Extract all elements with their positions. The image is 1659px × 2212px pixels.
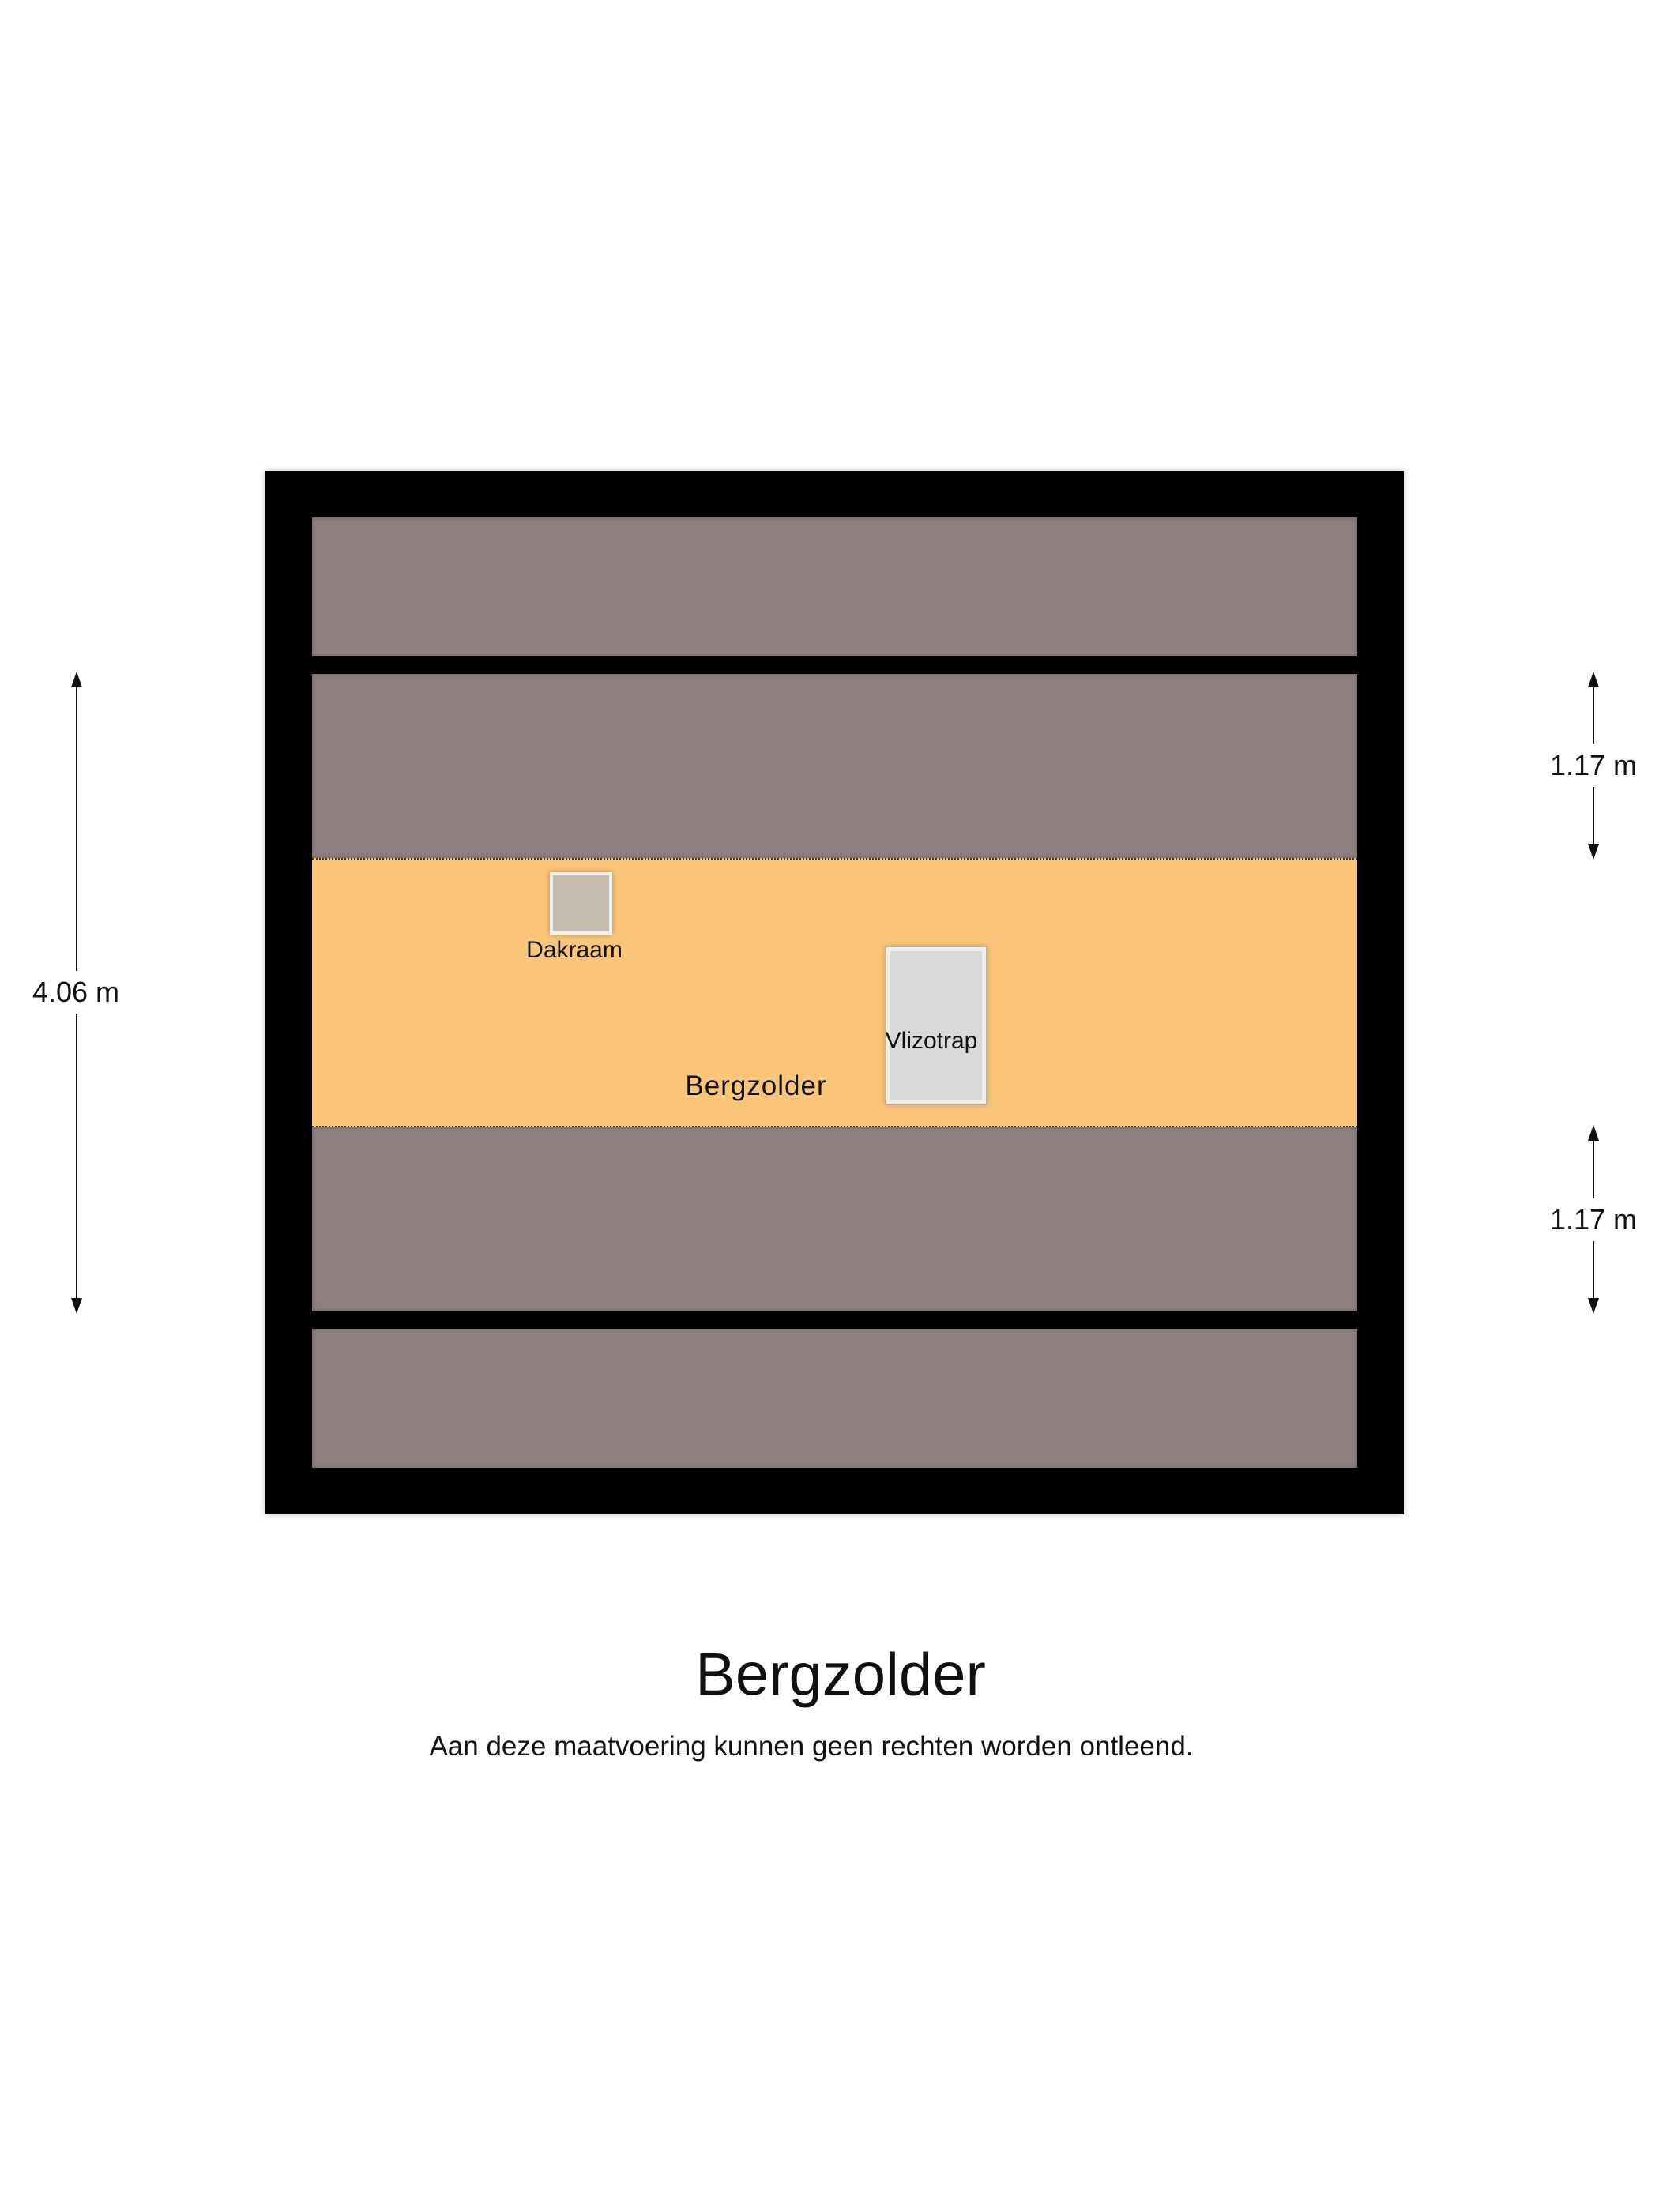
roof-slope-bottom-inner: [312, 1127, 1357, 1311]
dimension-left-label: 4.06 m: [32, 971, 120, 1014]
floor-area-bergzolder: [312, 858, 1357, 1127]
disclaimer-text: Aan deze maatvoering kunnen geen rechten…: [429, 1731, 1194, 1762]
roof-slope-top-outer: [312, 517, 1357, 656]
arrow-up-icon: [1588, 672, 1599, 687]
room-label: Bergzolder: [685, 1070, 827, 1101]
vlizotrap-hatch: [885, 946, 988, 1105]
roof-slope-bottom-outer: [312, 1329, 1357, 1468]
roof-slope-top-inner: [312, 674, 1357, 858]
vlizotrap-label: Vlizotrap: [885, 1028, 978, 1054]
dakraam-window: [550, 872, 612, 935]
dimension-right-top-label: 1.17 m: [1549, 744, 1638, 787]
dakraam-label: Dakraam: [526, 937, 623, 963]
arrow-up-icon: [1588, 1125, 1599, 1141]
arrow-up-icon: [71, 672, 82, 687]
arrow-down-icon: [1588, 844, 1599, 860]
arrow-down-icon: [1588, 1298, 1599, 1314]
dimension-right-bottom-label: 1.17 m: [1549, 1198, 1638, 1241]
floor-title: Bergzolder: [695, 1641, 986, 1709]
arrow-down-icon: [71, 1298, 82, 1314]
